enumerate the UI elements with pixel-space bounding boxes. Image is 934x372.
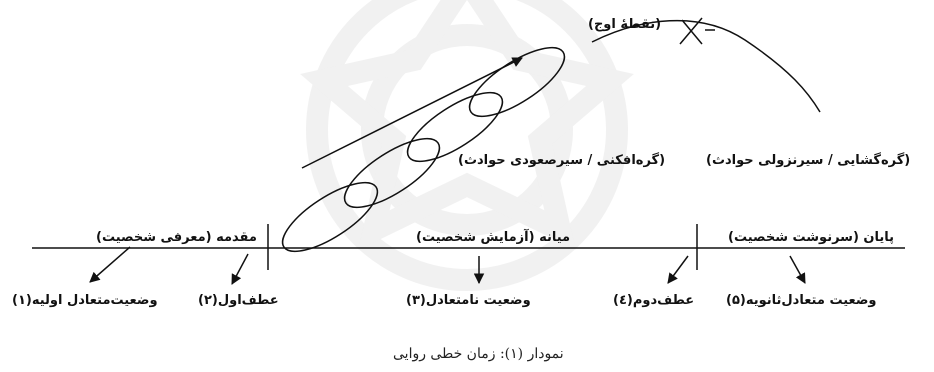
ellipse-2 [343, 137, 441, 209]
peak-label: (نقطهٔ اوج) [588, 17, 662, 32]
peak-cross-mark [679, 17, 703, 45]
state-3-label: وضعیت نامتعادل(۳) [406, 293, 531, 308]
arrow-end-to-s5 [789, 255, 806, 284]
rising-action-label: (گره‌افکنی / سیرصعودی حوادث) [458, 153, 666, 168]
falling-action-label: (گره‌گشایی / سیرنزولی حوادث) [706, 153, 911, 168]
section-intro-label: مقدمه (معرفی شخصیت) [96, 230, 257, 245]
watermark-rosette [300, 0, 634, 291]
rising-arrow [301, 57, 523, 169]
falling-curve [591, 19, 821, 113]
arrow-to-s4 [667, 255, 689, 284]
state-5-label: وضعیت متعادل‌ثانویه(۵) [726, 293, 877, 308]
arrow-intro-to-s1 [89, 246, 131, 283]
ellipse-3 [406, 91, 504, 163]
section-middle-label: میانه (آزمایش شخصیت) [416, 230, 571, 245]
section-end-label: پایان (سرنوشت شخصیت) [728, 230, 895, 245]
state-2-label: عطف‌اول(۲) [198, 293, 279, 308]
diagram-caption: نمودار (۱): زمان خطی روایی [393, 346, 564, 362]
ellipse-1 [281, 181, 379, 253]
arrow-to-s2 [231, 253, 249, 285]
state-4-label: عطف‌دوم(٤) [613, 293, 695, 308]
state-1-label: وضعیت‌متعادل اولیه(۱) [12, 293, 158, 308]
